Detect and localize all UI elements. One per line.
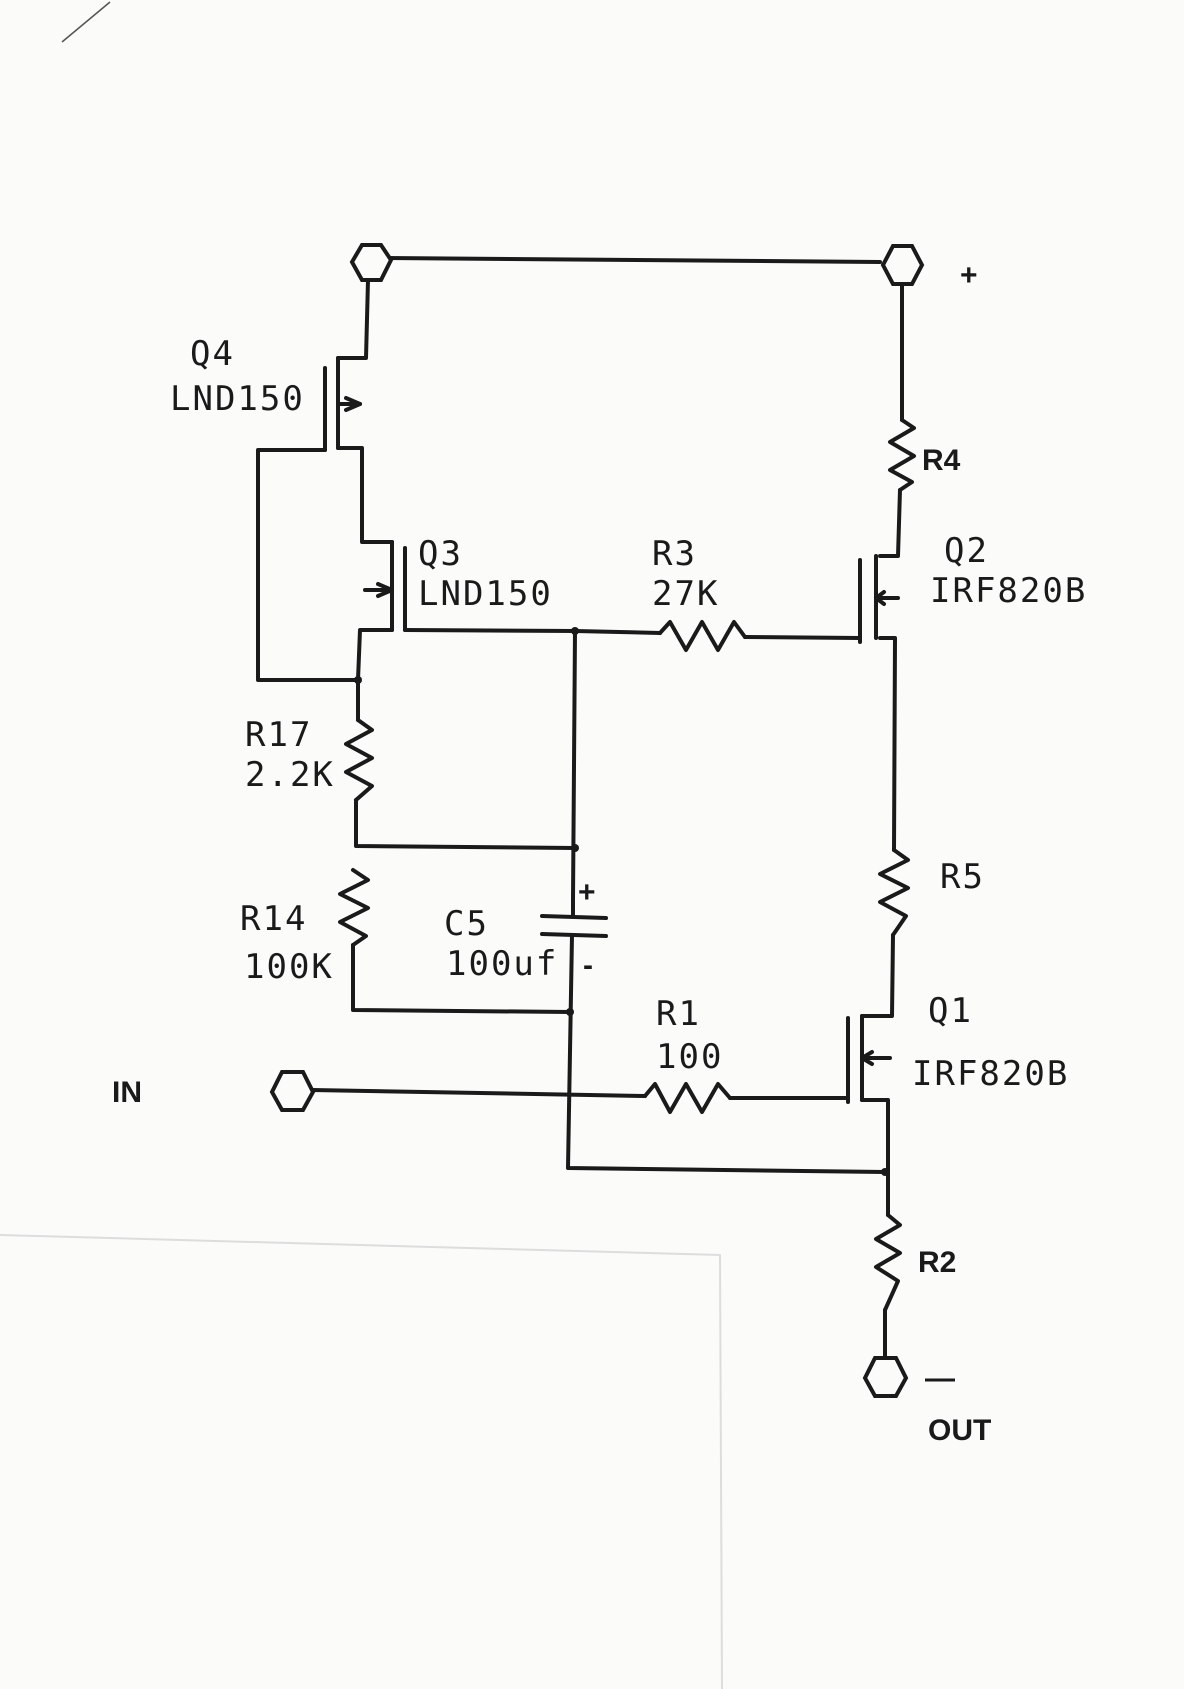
r17-resistor bbox=[344, 718, 374, 802]
r14-value-label: 100K bbox=[244, 947, 334, 987]
q4-drain-wire bbox=[336, 278, 370, 360]
q2-ref-label: Q2 bbox=[944, 531, 989, 571]
r2-ref-label: R2 bbox=[918, 1246, 956, 1279]
junctions bbox=[354, 627, 889, 1176]
r14-resistor bbox=[338, 868, 370, 947]
q4-mosfet-symbol bbox=[323, 356, 362, 452]
minus-sign-label: — bbox=[925, 1362, 955, 1395]
resistors bbox=[338, 418, 916, 1312]
c5-plus-label: + bbox=[578, 876, 596, 909]
q3-part-label: LND150 bbox=[418, 574, 553, 614]
plus-sign-label: + bbox=[960, 259, 978, 292]
output-label: OUT bbox=[928, 1414, 991, 1447]
r4-to-q2-drain-wire bbox=[878, 488, 902, 558]
r14-bottom-wire bbox=[351, 943, 572, 1014]
r3-to-q2-gate-wire bbox=[743, 635, 862, 640]
r5-resistor bbox=[878, 848, 910, 937]
c5-capacitor-symbol bbox=[540, 898, 608, 938]
input-label: IN bbox=[112, 1076, 142, 1109]
c5-minus-column-wire bbox=[566, 933, 887, 1174]
r1-resistor bbox=[643, 1082, 732, 1114]
r5-to-q1-drain-wire bbox=[860, 933, 895, 1018]
c5-minus-label: - bbox=[583, 949, 593, 982]
q2-mosfet-symbol bbox=[858, 554, 900, 644]
r5-ref-label: R5 bbox=[940, 857, 985, 897]
r1-ref-label: R1 bbox=[656, 994, 701, 1034]
q2-source-to-r5-wire bbox=[878, 636, 897, 852]
q3-ref-label: Q3 bbox=[418, 534, 463, 574]
q1-ref-label: Q1 bbox=[928, 991, 973, 1031]
q3-mosfet-symbol bbox=[363, 540, 407, 632]
q4-source-wire bbox=[336, 446, 394, 544]
c5-value-label: 100uf bbox=[446, 944, 558, 984]
q1-part-label: IRF820B bbox=[912, 1054, 1069, 1094]
paper-artifacts bbox=[0, 1, 723, 1689]
r17-value-label: 2.2K bbox=[245, 755, 335, 795]
q3-source-wire bbox=[356, 628, 394, 722]
r4-resistor bbox=[888, 418, 916, 492]
q3-gate-wire bbox=[403, 628, 662, 635]
r14-ref-label: R14 bbox=[240, 899, 307, 939]
r3-value-label: 27K bbox=[652, 574, 719, 614]
q2-part-label: IRF820B bbox=[930, 571, 1087, 611]
in-terminal bbox=[269, 1070, 316, 1112]
c5-plus-column-wire bbox=[571, 629, 577, 902]
r2-resistor bbox=[874, 1213, 902, 1312]
q1-mosfet-symbol bbox=[846, 1014, 892, 1104]
plus-terminal bbox=[880, 244, 925, 286]
q1-source-wire bbox=[860, 1098, 890, 1217]
r17-bottom-wire bbox=[354, 798, 577, 850]
r4-ref-label: R4 bbox=[922, 444, 961, 477]
r3-resistor bbox=[658, 620, 747, 652]
q4-ref-label: Q4 bbox=[190, 334, 235, 374]
top-rail-wire bbox=[384, 256, 882, 264]
r17-ref-label: R17 bbox=[245, 715, 312, 755]
terminals bbox=[269, 243, 925, 1398]
top-left-terminal bbox=[349, 243, 394, 282]
out-terminal bbox=[862, 1356, 909, 1398]
q4-part-label: LND150 bbox=[170, 379, 305, 419]
in-line-wire bbox=[310, 1088, 647, 1098]
wires bbox=[256, 256, 904, 1362]
c5-ref-label: C5 bbox=[444, 904, 489, 944]
q4-gate-loop-wire bbox=[256, 448, 360, 682]
r1-value-label: 100 bbox=[656, 1037, 723, 1077]
r3-ref-label: R3 bbox=[652, 534, 697, 574]
